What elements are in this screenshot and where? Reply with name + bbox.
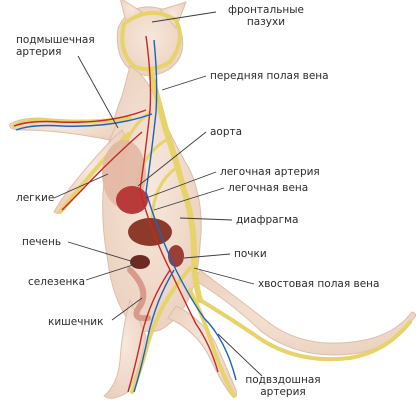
leader-iliac-artery — [217, 333, 263, 377]
intestine-shape — [127, 267, 151, 322]
leader-anterior-vena-cava — [161, 75, 207, 91]
leader-kidneys — [183, 253, 231, 259]
organs — [102, 140, 184, 322]
label-liver: печень — [22, 236, 61, 248]
label-aorta-text: аорта — [210, 126, 243, 138]
label-pulmonary-artery-text: легочная артерия — [220, 166, 320, 178]
label-aorta: аорта — [210, 126, 242, 138]
liver-shape — [128, 218, 172, 246]
label-anterior-vena-cava-text: передняя полая вена — [210, 70, 329, 82]
leader-lines — [53, 11, 263, 377]
arteries — [13, 35, 219, 393]
leader-pulmonary-artery — [145, 171, 217, 199]
label-frontal-sinuses-line1: фронтальные — [228, 4, 304, 16]
label-diaphragm-text: диафрагма — [236, 214, 299, 226]
leader-pulmonary-vein — [153, 187, 225, 211]
leader-axillary-artery — [77, 55, 119, 129]
label-diaphragm: диафрагма — [236, 214, 298, 226]
label-spleen-text: селезенка — [28, 276, 86, 288]
label-lungs-text: легкие — [16, 192, 55, 204]
label-anterior-vena-cava: передняя полая вена — [210, 70, 329, 82]
label-spleen: селезенка — [28, 276, 85, 288]
label-frontal-sinuses-line2: пазухи — [246, 16, 286, 28]
label-pulmonary-vein-text: легочная вена — [228, 182, 309, 194]
leader-caudal-vena-cava — [193, 267, 255, 285]
label-iliac-artery-line2: артерия — [260, 386, 306, 398]
label-frontal-sinuses: фронтальные пазухи — [218, 4, 314, 28]
label-axillary-artery-line1: подмышечная — [16, 34, 95, 46]
veins — [15, 39, 237, 393]
kidney-shape — [168, 245, 184, 267]
label-pulmonary-artery: легочная артерия — [220, 166, 320, 178]
leader-aorta — [137, 131, 207, 187]
label-axillary-artery-line2: артерия — [16, 46, 62, 58]
label-iliac-artery: подвздошная артерия — [238, 374, 328, 398]
label-intestine: кишечник — [48, 316, 103, 328]
heart-shape — [116, 186, 148, 214]
label-intestine-text: кишечник — [48, 316, 104, 328]
label-kidneys-text: почки — [234, 248, 267, 260]
label-axillary-artery: подмышечная артерия — [16, 34, 95, 58]
spleen-shape — [130, 255, 150, 269]
label-pulmonary-vein: легочная вена — [228, 182, 308, 194]
leader-intestine — [111, 297, 143, 321]
leader-spleen — [85, 263, 137, 281]
label-lungs: легкие — [16, 192, 54, 204]
label-kidneys: почки — [234, 248, 267, 260]
label-caudal-vena-cava: хвостовая полая вена — [258, 278, 379, 290]
label-iliac-artery-line1: подвздошная — [245, 374, 321, 386]
label-caudal-vena-cava-text: хвостовая полая вена — [258, 278, 380, 290]
leader-diaphragm — [179, 217, 233, 221]
label-liver-text: печень — [22, 236, 62, 248]
leader-liver — [67, 241, 135, 263]
leader-lungs — [53, 173, 109, 199]
leader-frontal-sinuses — [151, 11, 217, 23]
